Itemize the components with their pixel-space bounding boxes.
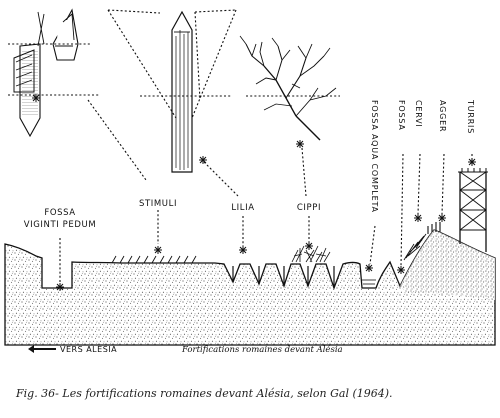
stimuli-stakes-detail bbox=[8, 8, 100, 138]
leader-lines bbox=[59, 99, 473, 282]
palisade-turris bbox=[427, 168, 488, 252]
direction-label: VERS ALÉSIA bbox=[60, 343, 117, 354]
cippi-brush bbox=[291, 245, 331, 263]
label-cippi: CIPPI bbox=[297, 203, 321, 213]
left-arrow-icon bbox=[28, 345, 56, 353]
inner-caption: Fortifications romaines devant Alésia bbox=[181, 344, 343, 355]
marker-stars bbox=[32, 94, 476, 291]
cervi-brush bbox=[403, 233, 427, 261]
labels: FOSSA VIGINTI PEDUM STIMULI LILIA CIPPI … bbox=[24, 99, 475, 230]
label-turris: TURRIS bbox=[466, 99, 475, 134]
label-viginti-pedum: VIGINTI PEDUM bbox=[24, 220, 97, 230]
label-cervi: CERVI bbox=[414, 100, 423, 128]
stimuli-spikes bbox=[111, 255, 197, 264]
direction-indicator: VERS ALÉSIA bbox=[28, 343, 117, 354]
lilia-pits-stakes bbox=[232, 266, 335, 288]
figure-caption: Fig. 36- Les fortifications romaines dev… bbox=[15, 387, 393, 400]
cippi-branches-detail bbox=[239, 35, 340, 141]
lilia-stake-detail bbox=[107, 9, 237, 173]
ground-profile bbox=[4, 229, 496, 346]
label-fossa-aqua-completa: FOSSA AQUA COMPLETA bbox=[370, 100, 379, 213]
label-agger: AGGER bbox=[438, 100, 447, 132]
label-fossa: FOSSA bbox=[44, 208, 75, 218]
label-fossa-2: FOSSA bbox=[397, 100, 406, 131]
label-stimuli: STIMULI bbox=[139, 199, 177, 209]
label-lilia: LILIA bbox=[231, 203, 254, 213]
